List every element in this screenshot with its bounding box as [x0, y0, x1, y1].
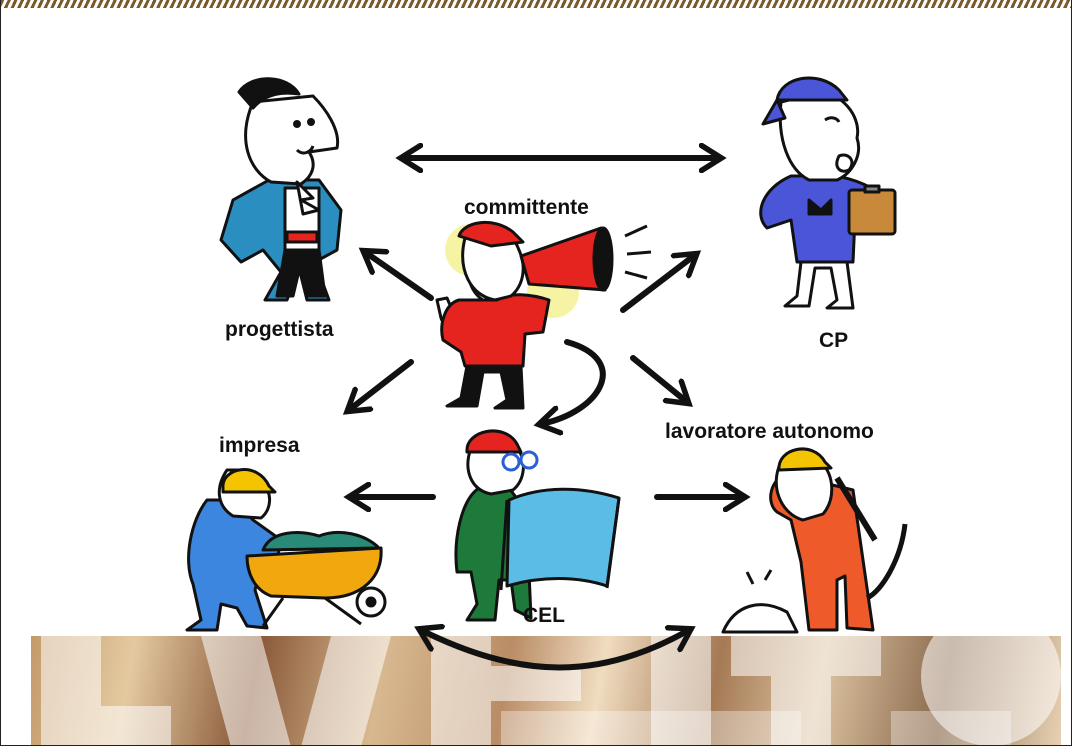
label-cp: CP [819, 329, 849, 352]
self-employed-worker-icon [721, 447, 908, 634]
label-progettista: progettista [225, 318, 334, 341]
arrow-committente-cp [620, 255, 695, 313]
top-hatched-stripe [1, 0, 1071, 8]
designer-figure-icon [219, 77, 343, 302]
bottom-decorative-band [31, 636, 1061, 745]
inspector-figure-icon [759, 76, 897, 310]
band-small-letters [501, 711, 1011, 745]
client-megaphone-figure-icon [435, 220, 652, 410]
label-lavoratore-autonomo: lavoratore autonomo [665, 420, 874, 443]
label-cel: CEL [523, 604, 565, 627]
construction-company-worker-icon [185, 468, 387, 632]
band-large-letters [41, 636, 1061, 745]
arrow-impresa-lavoratore [421, 630, 689, 671]
coordinator-blueprint-figure-icon [454, 429, 621, 622]
arrows [349, 158, 743, 671]
arrow-committente-impresa [349, 359, 414, 410]
bottom-band-art [41, 636, 1061, 745]
arrow-committente-progettista [365, 252, 434, 301]
arrow-committente-lavoratore [630, 355, 687, 402]
label-impresa: impresa [219, 434, 300, 457]
arrow-committente-cel [541, 339, 606, 424]
label-committente: committente [464, 196, 589, 219]
